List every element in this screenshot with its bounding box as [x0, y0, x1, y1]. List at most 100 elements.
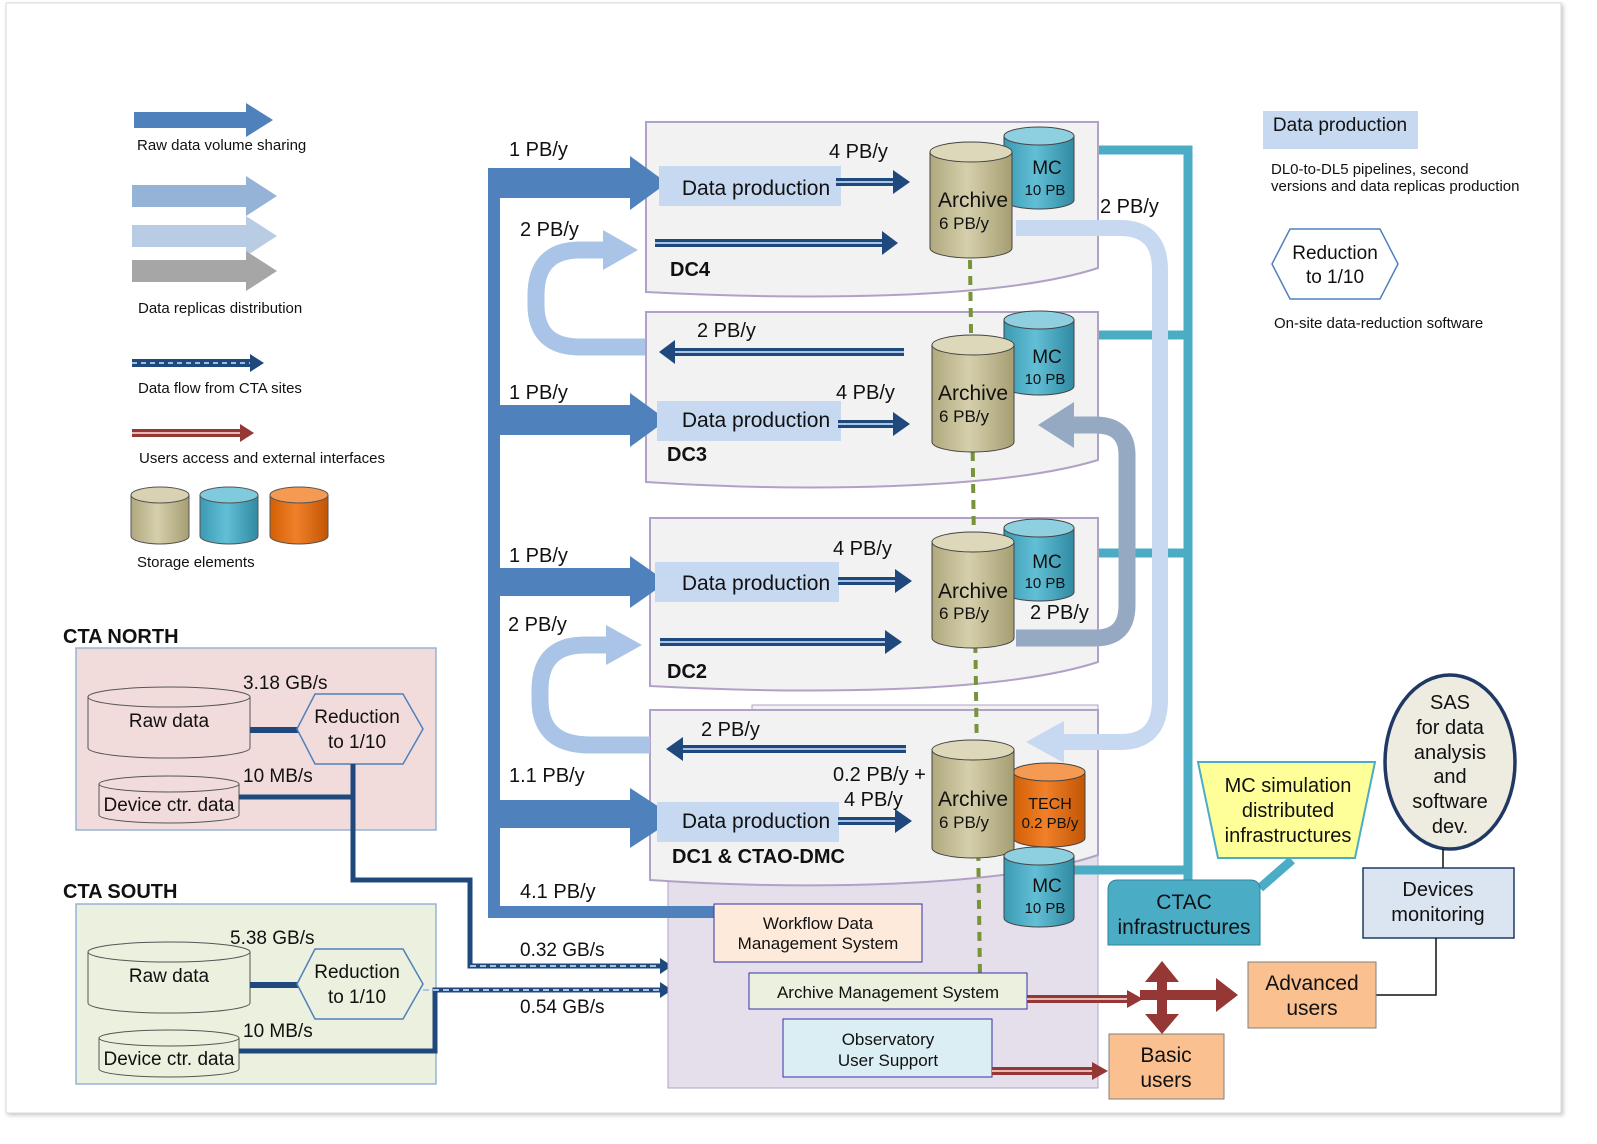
dc2-label: DC2	[667, 661, 707, 683]
sas-label-1: SAS	[1430, 692, 1470, 714]
dc1-mc-label: MC	[1032, 876, 1062, 897]
rate-labels: 1 PB/y 4 PB/y 2 PB/y 2 PB/y 2 PB/y 1 PB/…	[508, 139, 1159, 903]
north-device-label: Device ctr. data	[104, 795, 235, 816]
south-reduction-1: Reduction	[314, 962, 400, 983]
legend-users-access: Users access and external interfaces	[139, 450, 385, 467]
south-reduction-hexagon	[296, 948, 424, 1020]
dc3-label: DC3	[667, 444, 707, 466]
dc4-archive-label: Archive	[938, 189, 1008, 212]
mc-simulation-box[interactable]	[1196, 761, 1377, 859]
sas-labels: SAS for data analysis and software dev.	[1412, 692, 1488, 838]
dc2-mc-size: 10 PB	[1025, 575, 1066, 592]
replica-arc-dc2-dc1	[531, 625, 650, 754]
legend-reduction-hexagon	[1271, 228, 1399, 300]
rate-dc4-dp: 4 PB/y	[829, 141, 888, 163]
dc4-archive-size: 6 PB/y	[939, 214, 990, 233]
dc1-label: DC1 & CTAO-DMC	[672, 846, 845, 868]
ctac-label-1: CTAC	[1156, 891, 1212, 914]
dc1-tech-cylinder	[1012, 762, 1086, 848]
sas-label-4: and	[1433, 766, 1466, 788]
raw-volume-arrow-icon	[134, 103, 273, 137]
north-device-cylinder	[98, 775, 240, 824]
replica-arrow-icon-3	[132, 251, 277, 291]
wdms-label-2: Management System	[738, 934, 899, 953]
north-rate: 3.18 GB/s	[243, 673, 328, 694]
south-raw-data-label: Raw data	[129, 966, 210, 987]
dc3-archive-label: Archive	[938, 382, 1008, 405]
legend-replicas: Data replicas distribution	[138, 300, 302, 317]
dc2-archive-size: 6 PB/y	[939, 604, 990, 623]
rate-dc3-dp: 4 PB/y	[836, 382, 895, 404]
south-flow-arrowhead	[660, 982, 672, 998]
dc1-tech-size: 0.2 PB/y	[1022, 815, 1079, 832]
legend-raw-volume: Raw data volume sharing	[137, 137, 306, 154]
dc1-archive-size: 6 PB/y	[939, 813, 990, 832]
advanced-users-box[interactable]	[1247, 961, 1377, 1029]
wdms-box[interactable]	[713, 903, 923, 963]
north-flow-arrowhead	[660, 958, 672, 974]
basic-users-box[interactable]	[1108, 1033, 1225, 1100]
legend-reduction-1: Reduction	[1292, 243, 1378, 264]
rate-dc4-in: 1 PB/y	[509, 139, 568, 161]
dc2-mc-cylinder	[1003, 518, 1075, 602]
dc1-archive-label: Archive	[938, 788, 1008, 811]
rate-dc1-return: 2 PB/y	[701, 719, 760, 741]
rate-dc1-in: 1.1 PB/y	[509, 765, 585, 787]
replica-arc-dc4-dc1	[1016, 220, 1168, 763]
dc4-label: DC4	[670, 259, 711, 281]
dc4-dp-label[interactable]: Data production	[682, 177, 830, 200]
ous-box[interactable]	[782, 1018, 993, 1078]
devices-monitoring-box[interactable]	[1362, 867, 1515, 939]
dc3-archive-size: 6 PB/y	[939, 407, 990, 426]
storage-orange-icon	[269, 486, 329, 545]
rate-dc1-tech: 0.2 PB/y +	[833, 764, 926, 786]
north-raw-data-label: Raw data	[129, 711, 210, 732]
rate-dc2-replica: 2 PB/y	[508, 614, 567, 636]
dc1-archive-cylinder	[931, 739, 1015, 859]
dc4-archive-cylinder	[929, 141, 1013, 259]
cta-north-title: CTA NORTH	[63, 626, 179, 648]
sas-label-5: software	[1412, 791, 1488, 813]
sas-ellipse[interactable]	[1383, 673, 1517, 851]
south-device-rate: 10 MB/s	[243, 1021, 313, 1042]
legend-onsite: On-site data-reduction software	[1274, 315, 1483, 332]
north-reduction-2: to 1/10	[328, 732, 386, 753]
dc1-mc-cylinder	[1003, 846, 1075, 928]
rate-dc3-in: 1 PB/y	[509, 382, 568, 404]
wdms-label-1: Workflow Data	[763, 914, 874, 933]
north-reduction-hexagon	[296, 693, 424, 765]
raw-data-trunk	[488, 156, 715, 918]
dc1-dp-box	[657, 802, 839, 842]
storage-tan-icon	[130, 486, 190, 545]
legend-dp-box	[1263, 111, 1418, 149]
north-device-rate: 10 MB/s	[243, 766, 313, 787]
dc1-dp-label[interactable]: Data production	[682, 810, 830, 833]
dc4-mc-label: MC	[1032, 158, 1062, 179]
rate-dc2-in: 1 PB/y	[509, 545, 568, 567]
storage-teal-icon	[199, 486, 259, 545]
replica-arrow-icon-1	[132, 176, 277, 216]
rate-dc1-dp: 4 PB/y	[844, 789, 903, 811]
dc2-dp-label[interactable]: Data production	[682, 572, 830, 595]
ous-label-2: User Support	[838, 1051, 938, 1070]
dc3-dp-label[interactable]: Data production	[682, 409, 830, 432]
rate-dc4-out: 2 PB/y	[1100, 196, 1159, 218]
legend: Raw data volume sharing Data replicas di…	[130, 103, 385, 571]
user-access-arrows	[992, 961, 1238, 1080]
ams-box[interactable]	[748, 972, 1028, 1010]
dc3-archive-cylinder	[931, 334, 1015, 453]
north-flow-rate: 0.32 GB/s	[520, 940, 605, 961]
dc3-mc-size: 10 PB	[1025, 371, 1066, 388]
dc1-tech-label: TECH	[1028, 796, 1072, 813]
advanced-label-2: users	[1286, 997, 1337, 1020]
replica-arrow-icon-2	[132, 216, 277, 256]
dc2-mc-label: MC	[1032, 552, 1062, 573]
sas-label-3: analysis	[1414, 742, 1486, 764]
dc1-mc-size: 10 PB	[1025, 900, 1066, 917]
ctac-box[interactable]	[1107, 879, 1261, 946]
south-rate: 5.38 GB/s	[230, 928, 315, 949]
dc4-mc-cylinder	[1003, 126, 1075, 210]
dc4-dp-box	[659, 166, 841, 206]
